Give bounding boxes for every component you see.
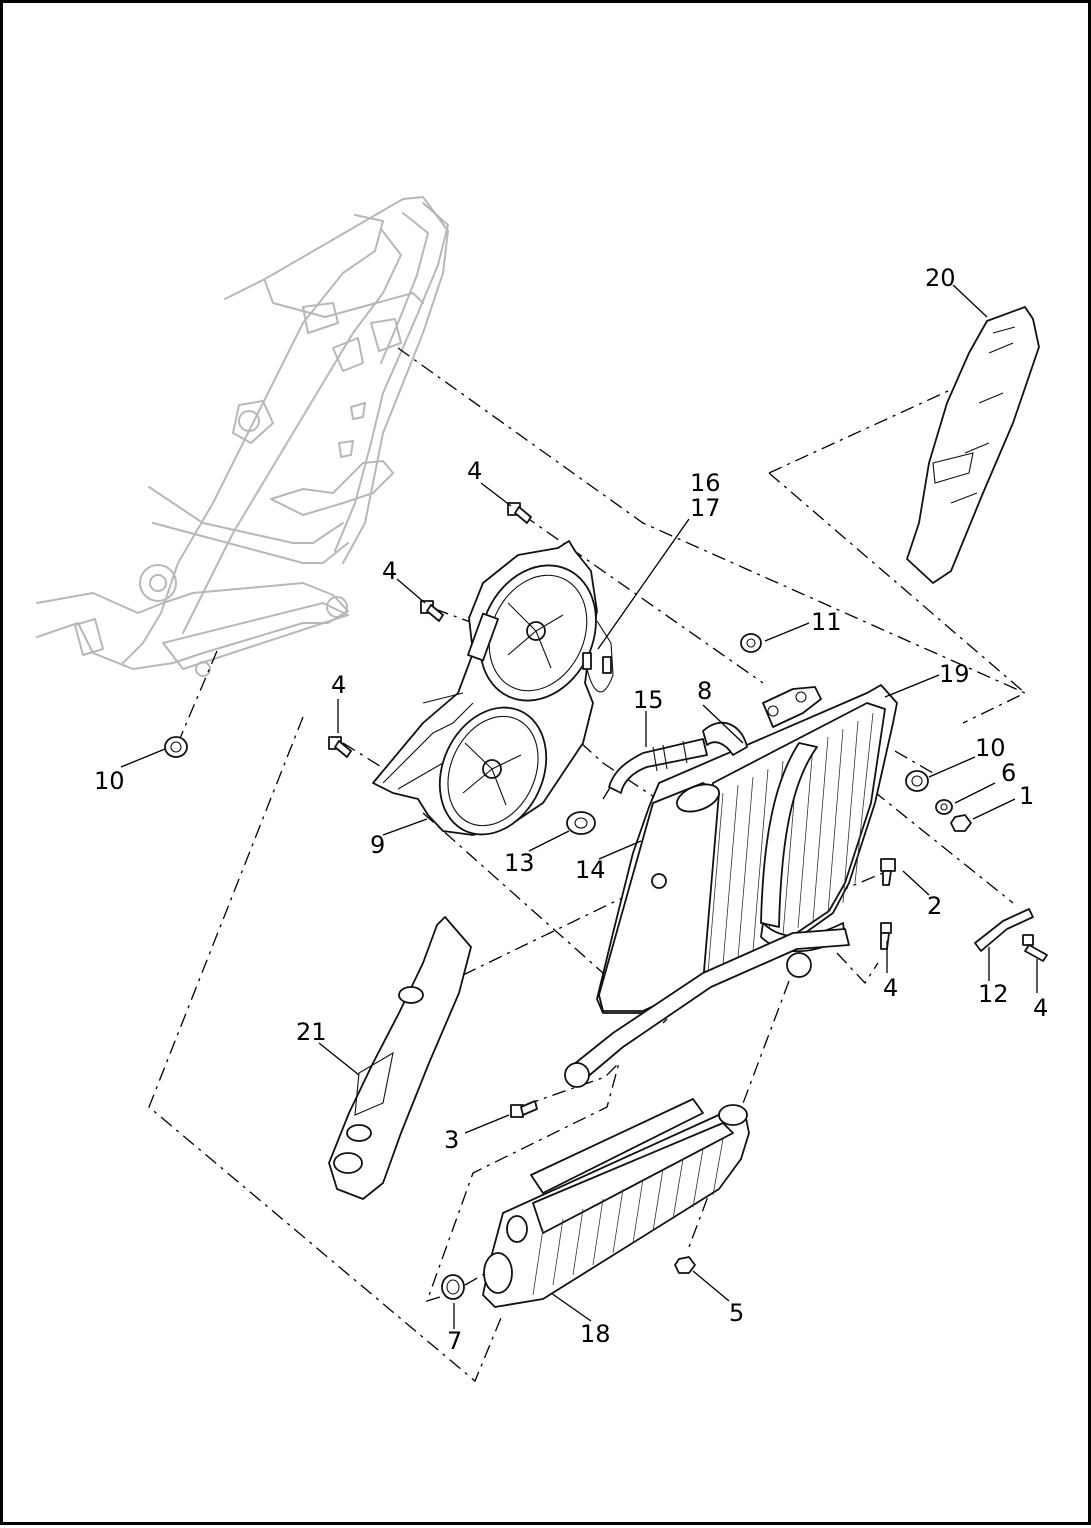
- exploded-view-drawing: 1 2 3 4 4 4 4 4 5 6 7 8 9 10 10 11 12 13…: [36, 196, 1048, 1383]
- callout-17: 17: [690, 494, 721, 522]
- callout-4c: 4: [331, 671, 346, 699]
- oil-cooler: [482, 1098, 750, 1308]
- callout-18: 18: [580, 1320, 611, 1348]
- bolt-4b: [420, 600, 444, 622]
- oil-cooler-fins: [532, 1138, 724, 1296]
- callout-4e: 4: [1033, 994, 1048, 1022]
- callout-4a: 4: [467, 457, 482, 485]
- grommet-10a: [164, 736, 188, 758]
- upper-coolant-hose: [608, 738, 708, 794]
- callout-15: 15: [633, 686, 664, 714]
- callout-4b: 4: [382, 557, 397, 585]
- callout-10b: 10: [975, 734, 1006, 762]
- grommet-13: [566, 811, 596, 835]
- callout-2: 2: [927, 892, 942, 920]
- callout-12: 12: [978, 980, 1009, 1008]
- bolt-4e: [1022, 934, 1048, 962]
- callout-7: 7: [447, 1327, 462, 1355]
- bolt-4c: [328, 736, 352, 758]
- callout-16: 16: [690, 469, 721, 497]
- radiator: [596, 684, 898, 1014]
- callout-3: 3: [444, 1126, 459, 1154]
- spacer-11: [740, 633, 762, 653]
- nut-1: [950, 814, 972, 832]
- callout-10a: 10: [94, 767, 125, 795]
- cooling-fan-assembly: [372, 540, 614, 836]
- bolt-4a: [507, 502, 532, 524]
- motorcycle-frame-ghost: [36, 196, 449, 677]
- leader-lines: [120, 284, 1038, 1329]
- callout-1: 1: [1019, 782, 1034, 810]
- side-shroud-left: [328, 916, 472, 1200]
- callout-14: 14: [575, 856, 606, 884]
- callout-19: 19: [939, 660, 970, 688]
- hardware-parts: [164, 502, 1048, 1300]
- bolt-3: [510, 1100, 538, 1118]
- lower-coolant-tube: [564, 928, 850, 1088]
- grommet-10b: [905, 770, 929, 792]
- callout-20: 20: [925, 264, 956, 292]
- callout-11: 11: [811, 608, 842, 636]
- screw-2: [880, 858, 896, 886]
- callout-6: 6: [1001, 759, 1016, 787]
- bolt-4d: [880, 922, 892, 950]
- callout-9: 9: [370, 831, 385, 859]
- nut-5: [674, 1256, 696, 1274]
- callout-8: 8: [697, 677, 712, 705]
- bracket-12: [974, 908, 1034, 952]
- callout-5: 5: [729, 1299, 744, 1327]
- callout-labels: 1 2 3 4 4 4 4 4 5 6 7 8 9 10 10 11 12 13…: [94, 264, 1048, 1355]
- callout-4d: 4: [883, 974, 898, 1002]
- washer-6: [935, 799, 953, 815]
- callout-21: 21: [296, 1018, 327, 1046]
- side-shroud-right: [906, 306, 1040, 584]
- callout-13: 13: [504, 849, 535, 877]
- o-ring-7: [441, 1274, 465, 1300]
